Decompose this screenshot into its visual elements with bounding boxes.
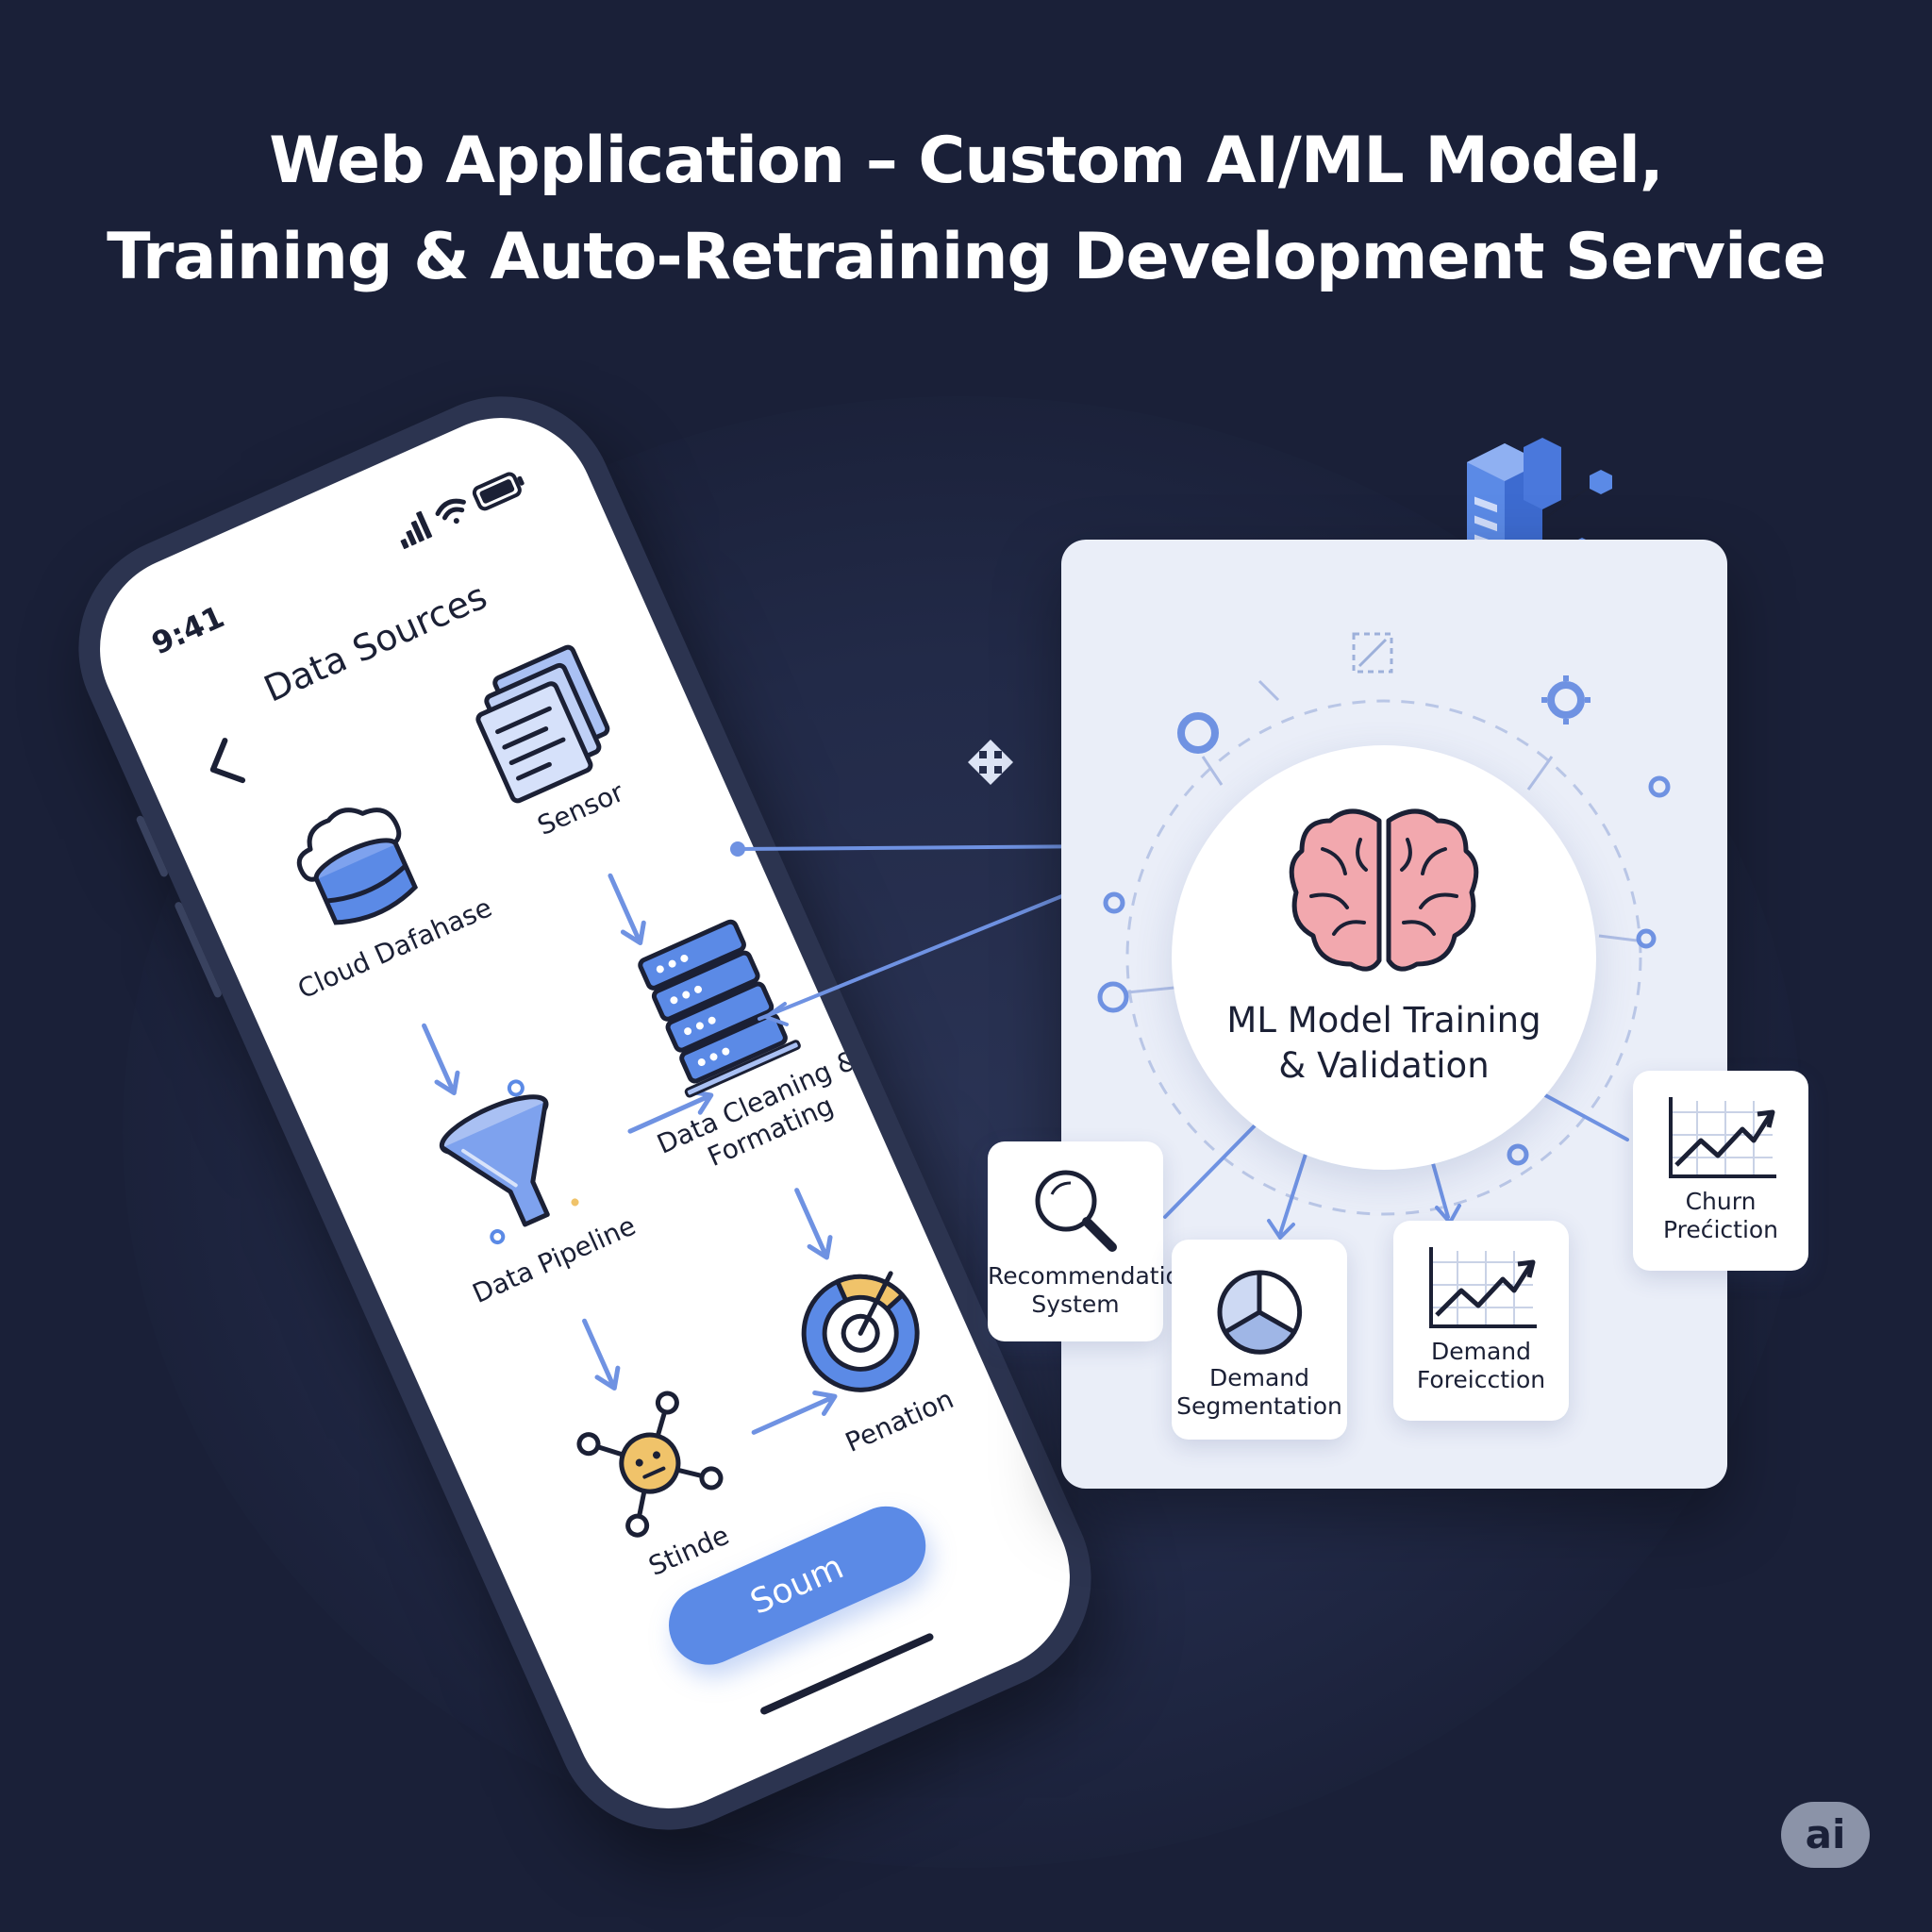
card-churn-prediction[interactable]: Churn Prećiction — [1633, 1071, 1808, 1271]
cloud-database-icon — [296, 808, 419, 925]
node-data-pipeline[interactable]: Data Pipeline — [367, 1041, 674, 1324]
brain-icon — [1289, 808, 1479, 972]
funnel-icon — [439, 1079, 579, 1245]
headline-line-1: Web Application – Custom AI/ML Model, — [269, 124, 1663, 198]
card-recommendation-line-1: Recommendation — [988, 1262, 1195, 1290]
line-chart-icon — [1669, 1097, 1776, 1178]
ml-model-hub[interactable]: ML Model Training & Validation — [1172, 745, 1596, 1170]
gear-icon — [1541, 675, 1591, 724]
status-time: 9:41 — [146, 598, 230, 662]
gear-icon — [1177, 712, 1219, 754]
card-demand-forecast-line-1: Demand — [1430, 1338, 1532, 1365]
target-icon — [801, 1271, 920, 1392]
node-stinde[interactable]: Stinde — [535, 1360, 782, 1605]
ml-model-title: ML Model Training & Validation — [1172, 998, 1596, 1089]
status-bar-icons — [400, 472, 525, 549]
phone-mockup: 9:41 Data Sources — [42, 359, 1128, 1867]
card-demand-segmentation[interactable]: Demand Segmentation — [1172, 1240, 1347, 1440]
node-cloud-database[interactable]: Cloud Dafahase — [220, 748, 509, 1011]
headline-line-2: Training & Auto-Retraining Development S… — [107, 220, 1826, 294]
card-demand-forecast[interactable]: Demand Foreicction — [1393, 1221, 1569, 1421]
flow-arrow-down — [794, 1188, 833, 1260]
documents-icon — [475, 644, 610, 804]
flow-arrow-down — [582, 1318, 621, 1391]
line-chart-icon — [1429, 1247, 1537, 1328]
ml-training-panel: ML Model Training & Validation Recommend… — [988, 540, 1808, 1489]
magnifier-icon — [1035, 1170, 1117, 1252]
battery-icon — [472, 472, 525, 511]
node-penation[interactable]: Penation — [745, 1230, 992, 1474]
node-sensor[interactable]: Sensor — [426, 619, 674, 863]
node-data-cleaning[interactable]: Data Cleaning & Formating — [578, 887, 880, 1192]
card-recommendation-line-2: System — [1031, 1291, 1120, 1318]
ml-model-title-line-1: ML Model Training — [1226, 1000, 1541, 1041]
ai-badge: ai — [1781, 1802, 1870, 1868]
server-stack-icon — [638, 919, 801, 1098]
card-churn-line-2: Prećiction — [1662, 1216, 1779, 1243]
move-cross-icon — [968, 740, 1013, 785]
panel-decoration — [1097, 632, 1671, 1241]
page-headline: Web Application – Custom AI/ML Model, Tr… — [0, 113, 1932, 306]
flow-arrow-down — [608, 873, 646, 946]
signal-icon — [400, 510, 433, 549]
card-recommendation-system[interactable]: Recommendation System — [988, 1141, 1195, 1341]
network-node-icon — [576, 1391, 724, 1538]
pie-chart-icon — [1217, 1270, 1303, 1355]
card-demand-segmentation-line-1: Demand — [1208, 1364, 1310, 1391]
phone-side-button — [135, 814, 170, 878]
wifi-icon — [435, 498, 466, 525]
ml-model-title-line-2: & Validation — [1278, 1045, 1490, 1086]
flow-arrow-down — [422, 1023, 460, 1096]
flow-arrow-right — [751, 1391, 838, 1435]
home-indicator — [758, 1632, 935, 1716]
card-demand-segmentation-line-2: Segmentation — [1176, 1392, 1342, 1420]
phone-screen: 9:41 Data Sources — [69, 388, 1101, 1839]
back-chevron-icon[interactable] — [184, 724, 262, 807]
card-demand-forecast-line-2: Foreicction — [1416, 1366, 1546, 1393]
expand-icon — [1352, 632, 1393, 674]
card-churn-line-1: Churn — [1685, 1188, 1757, 1215]
